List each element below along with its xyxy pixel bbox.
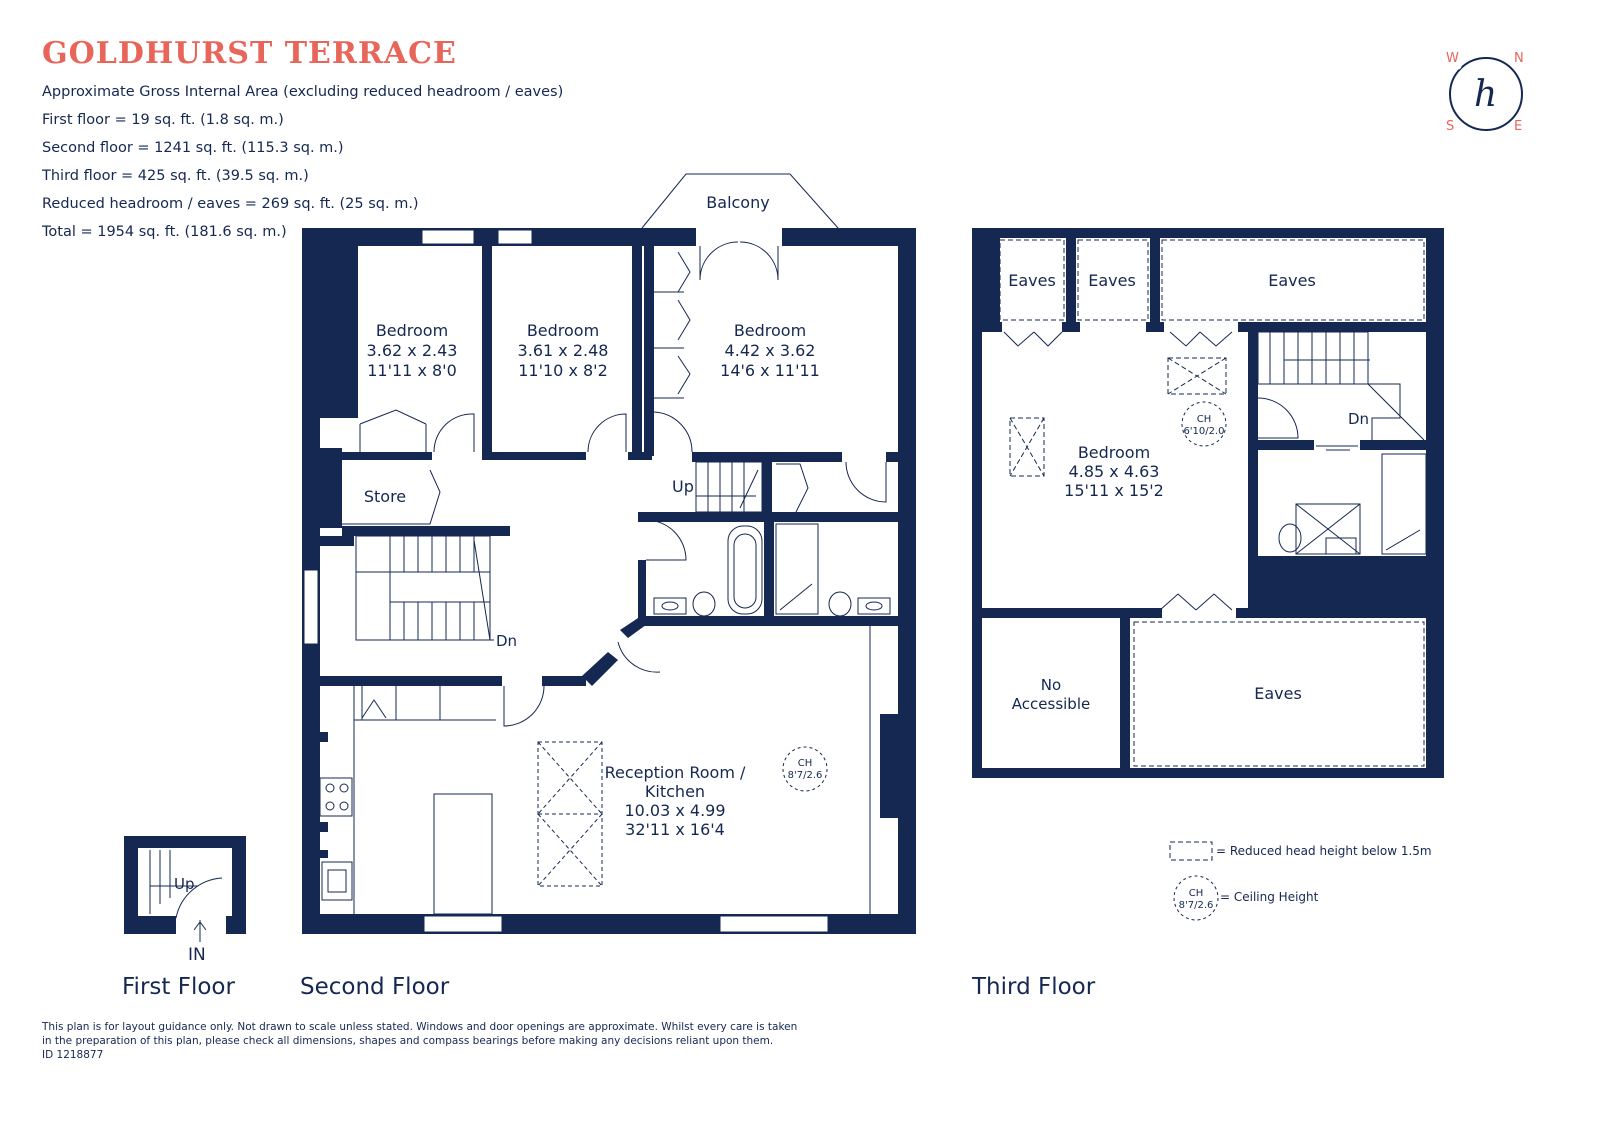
no-access-label-1: No: [1041, 676, 1061, 694]
legend-ch-label: CH: [1189, 888, 1204, 899]
legend-ceiling-swatch: CH 8'7/2.6: [1173, 875, 1219, 921]
third-floor-dn: Dn: [1348, 410, 1369, 428]
reception-name-1: Reception Room /: [605, 763, 746, 782]
eaves-1-label: Eaves: [1008, 271, 1056, 290]
first-floor-title: First Floor: [122, 974, 235, 1000]
bedroom-2-name: Bedroom: [527, 321, 599, 340]
third-floor-plan: Dn Eaves Eaves Eaves Eaves Bedroom 4.85 …: [972, 228, 1444, 778]
bedroom-1-metric: 3.62 x 2.43: [367, 341, 458, 360]
disclaimer-line-2: in the preparation of this plan, please …: [42, 1035, 774, 1047]
third-bedroom-metric: 4.85 x 4.63: [1069, 462, 1160, 481]
reception-ch-label: CH: [798, 758, 813, 769]
bedroom-1-imperial: 11'11 x 8'0: [367, 361, 457, 380]
area-line-heading: Approximate Gross Internal Area (excludi…: [42, 84, 564, 100]
area-line-second-floor: Second floor = 1241 sq. ft. (115.3 sq. m…: [42, 140, 344, 156]
legend-ceiling-text: = Ceiling Height: [1220, 890, 1319, 904]
third-ceiling-height: CH 6'10/2.0: [1181, 401, 1227, 447]
second-floor-dn: Dn: [496, 632, 517, 650]
area-line-first-floor: First floor = 19 sq. ft. (1.8 sq. m.): [42, 112, 284, 128]
bedroom-2-imperial: 11'10 x 8'2: [518, 361, 608, 380]
bedroom-2-metric: 3.61 x 2.48: [518, 341, 609, 360]
reception-ch-value: 8'7/2.6: [788, 770, 823, 781]
balcony-label: Balcony: [706, 193, 769, 212]
legend-ch-value: 8'7/2.6: [1179, 900, 1214, 911]
disclaimer: This plan is for layout guidance only. N…: [42, 1020, 832, 1062]
compass-logo-letter: h: [1474, 74, 1497, 115]
first-floor-up: Up: [174, 875, 195, 893]
third-ch-value: 6'10/2.0: [1183, 426, 1224, 437]
plan-title: GOLDHURST TERRACE: [42, 36, 457, 71]
bedroom-3-name: Bedroom: [734, 321, 806, 340]
compass-logo: W N S E h: [1446, 51, 1524, 134]
third-bedroom-imperial: 15'11 x 15'2: [1064, 481, 1164, 500]
second-floor-up: Up: [672, 477, 694, 496]
area-summary: Approximate Gross Internal Area (excludi…: [42, 78, 563, 246]
eaves-2-label: Eaves: [1088, 271, 1136, 290]
store-label: Store: [364, 487, 406, 506]
bedroom-3-imperial: 14'6 x 11'11: [720, 361, 820, 380]
bedroom-3-metric: 4.42 x 3.62: [725, 341, 816, 360]
first-floor-entrance: IN: [188, 945, 206, 965]
third-bedroom-name: Bedroom: [1078, 443, 1150, 462]
reception-ceiling-height: CH 8'7/2.6: [782, 746, 828, 792]
third-ch-label: CH: [1197, 414, 1212, 425]
area-line-eaves: Reduced headroom / eaves = 269 sq. ft. (…: [42, 196, 419, 212]
legend: CH 8'7/2.6: [1169, 841, 1219, 921]
reception-metric: 10.03 x 4.99: [624, 801, 725, 820]
compass-n: N: [1514, 51, 1524, 66]
second-floor-plan: Balcony Up: [302, 173, 916, 934]
compass-e: E: [1514, 119, 1522, 134]
plan-id: ID 1218877: [42, 1049, 104, 1061]
legend-reduced-text: = Reduced head height below 1.5m: [1216, 844, 1432, 858]
eaves-4-label: Eaves: [1254, 684, 1302, 703]
second-floor-title: Second Floor: [300, 974, 450, 1000]
reception-imperial: 32'11 x 16'4: [625, 820, 725, 839]
no-access-label-2: Accessible: [1012, 695, 1090, 713]
reception-name-2: Kitchen: [645, 782, 705, 801]
first-floor-plan: Up IN: [124, 836, 246, 965]
eaves-3-label: Eaves: [1268, 271, 1316, 290]
bedroom-1-name: Bedroom: [376, 321, 448, 340]
compass-w: W: [1446, 51, 1459, 66]
area-line-total: Total = 1954 sq. ft. (181.6 sq. m.): [42, 224, 287, 240]
third-floor-title: Third Floor: [972, 974, 1096, 1000]
legend-reduced-swatch: [1169, 841, 1213, 861]
area-line-third-floor: Third floor = 425 sq. ft. (39.5 sq. m.): [42, 168, 309, 184]
compass-s: S: [1446, 119, 1454, 134]
disclaimer-line-1: This plan is for layout guidance only. N…: [42, 1021, 798, 1033]
